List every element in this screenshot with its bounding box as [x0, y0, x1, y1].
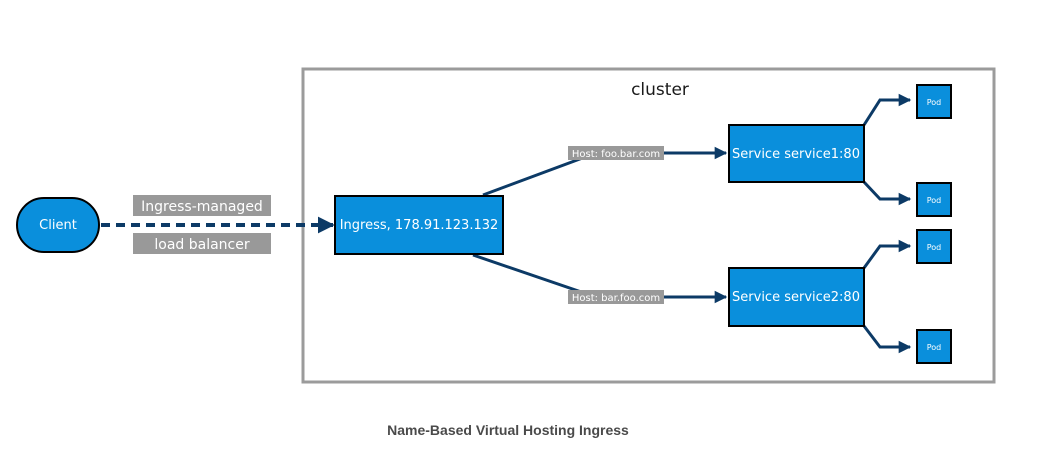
lb-tag-bottom-text: load balancer	[154, 237, 249, 253]
host-tag-bar	[568, 290, 664, 304]
pod-node-4[interactable]	[916, 329, 952, 364]
lb-tag-top-text: Ingress-managed	[141, 199, 263, 215]
service1-to-pod1-link	[862, 93, 912, 126]
service2-label: Service service2:80	[732, 290, 860, 305]
pod-label-3: Pod	[927, 243, 942, 252]
cluster-label: cluster	[631, 80, 689, 100]
ingress-label: Ingress, 178.91.123.132	[340, 218, 499, 233]
host-tag-foo-text: Host: foo.bar.com	[572, 149, 660, 160]
client-node[interactable]	[16, 197, 100, 253]
lb-tag-bottom	[133, 233, 271, 254]
pod-node-3[interactable]	[916, 229, 952, 264]
service1-label: Service service1:80	[732, 147, 860, 162]
service2-node[interactable]	[728, 267, 865, 327]
pod-label-1: Pod	[927, 98, 942, 107]
client-label: Client	[39, 218, 77, 233]
pod-label-2: Pod	[927, 196, 942, 205]
pod-node-1[interactable]	[916, 84, 952, 119]
figure-caption: Name-Based Virtual Hosting Ingress	[387, 422, 629, 438]
host-tag-foo	[568, 146, 664, 160]
pod-node-2[interactable]	[916, 182, 952, 217]
pod-label-4: Pod	[927, 343, 942, 352]
host-tag-bar-text: Host: bar.foo.com	[572, 293, 660, 304]
service2-to-pod3-link	[862, 239, 912, 269]
lb-tag-top	[133, 195, 271, 216]
ingress-node[interactable]	[334, 195, 504, 255]
service2-to-pod4-link	[862, 325, 912, 354]
service1-node[interactable]	[728, 124, 865, 183]
service1-to-pod2-link	[862, 180, 912, 206]
